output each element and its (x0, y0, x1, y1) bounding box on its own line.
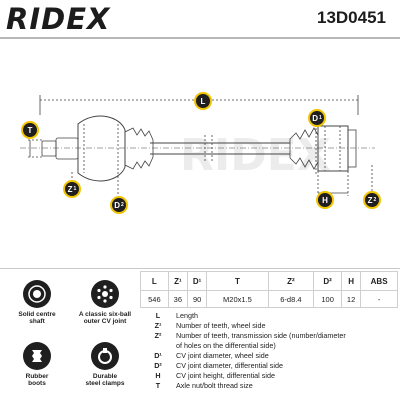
legend-text: Number of teeth, transmission side (numb… (176, 330, 346, 340)
legend-row: H CV joint height, differential side (140, 370, 398, 380)
feature-line: Rubber (25, 373, 49, 380)
badge-label-t: T (27, 125, 33, 135)
legend-row: D² CV joint diameter, differential side (140, 360, 398, 370)
legend-row: of holes on the differential side) (140, 340, 398, 350)
specs-value: M20x1.5 (206, 290, 269, 308)
legend-row: T Axle nut/bolt thread size (140, 380, 398, 390)
badge-sup-d1: 1 (319, 115, 322, 121)
drive-shaft-drawing: RIDEX (20, 95, 375, 200)
header: RIDEX 13D0451 (0, 0, 400, 38)
target-icon (23, 280, 51, 308)
dimension-badge-t: T (21, 121, 39, 139)
specs-header: Z¹ (167, 271, 188, 291)
legend-row: L Length (140, 310, 398, 320)
specs-header: T (206, 271, 269, 291)
feature-line: outer CV joint (83, 318, 127, 326)
legend-row: Z² Number of teeth, transmission side (n… (140, 330, 398, 340)
legend-key: L (155, 310, 161, 320)
section-divider (0, 268, 400, 269)
specs-header-row: L Z¹ D¹ T Z² D² H ABS (140, 271, 398, 291)
specs-header: ABS (360, 271, 398, 291)
legend-text: of holes on the differential side) (176, 340, 276, 350)
specs-header: D¹ (186, 271, 208, 291)
legend-key: Z¹ (154, 320, 162, 330)
specs-value: 36 (167, 290, 188, 308)
badge-label-h: H (322, 195, 328, 205)
legend-row: Z¹ Number of teeth, wheel side (140, 320, 398, 330)
svg-text:RIDEX: RIDEX (180, 130, 331, 181)
feature-line: Solid centre (18, 311, 56, 318)
badge-label-z2: Z (367, 195, 373, 205)
badge-sup-d2: 2 (121, 202, 124, 208)
badge-sup-z1: 1 (73, 186, 77, 192)
badge-label-d2: D (114, 200, 120, 210)
feature-line: A classic six-ball (78, 311, 132, 318)
feature-line: steel clamps (85, 380, 125, 388)
badge-sup-z2: 2 (373, 197, 377, 203)
specs-header: H (340, 271, 362, 291)
legend-key: T (155, 380, 161, 390)
legend-key: D¹ (154, 350, 162, 360)
badge-label-z1: Z (67, 184, 73, 194)
feature-line: Durable (92, 373, 118, 380)
specs-value-row: 546 36 90 M20x1.5 6-d8.4 100 12 - (140, 290, 398, 308)
legend-key: D² (154, 360, 162, 370)
specs-value: 90 (186, 290, 208, 308)
rubber-boot-icon (23, 342, 51, 370)
legend-key: H (155, 370, 161, 380)
legend-key: Z² (154, 330, 162, 340)
specs-header: L (140, 271, 169, 291)
legend-text: CV joint diameter, wheel side (176, 350, 269, 360)
specs-value: 546 (140, 290, 169, 308)
specs-value: - (360, 290, 398, 308)
feature-line: shaft (29, 318, 45, 326)
specs-table: L Z¹ D¹ T Z² D² H ABS 546 36 90 M20x1.5 … (140, 271, 398, 308)
part-number: 13D0451 (316, 8, 386, 27)
specs-value: 100 (313, 290, 342, 308)
badge-label-l: L (200, 96, 206, 106)
specs-header: D² (313, 271, 342, 291)
legend-text: CV joint diameter, differential side (176, 360, 283, 370)
legend-text: Number of teeth, wheel side (176, 320, 266, 330)
legend-row: D¹ CV joint diameter, wheel side (140, 350, 398, 360)
specs-value: 6-d8.4 (267, 290, 315, 308)
legend-text: Length (176, 310, 198, 320)
legend-text: CV joint height, differential side (176, 370, 275, 380)
badge-label-d1: D (312, 113, 318, 123)
cv-joint-icon (91, 280, 119, 308)
specs-value: 12 (340, 290, 362, 308)
dimension-badge-l: L (194, 92, 212, 110)
dimension-legend: L Length Z¹ Number of teeth, wheel side … (140, 310, 398, 390)
dimension-badge-h: H (316, 191, 334, 209)
header-divider (0, 37, 400, 39)
specs-header: Z² (267, 271, 315, 291)
legend-text: Axle nut/bolt thread size (176, 380, 253, 390)
brand-logo: RIDEX (6, 2, 111, 36)
clamp-icon (91, 342, 119, 370)
feature-line: boots (28, 380, 46, 388)
